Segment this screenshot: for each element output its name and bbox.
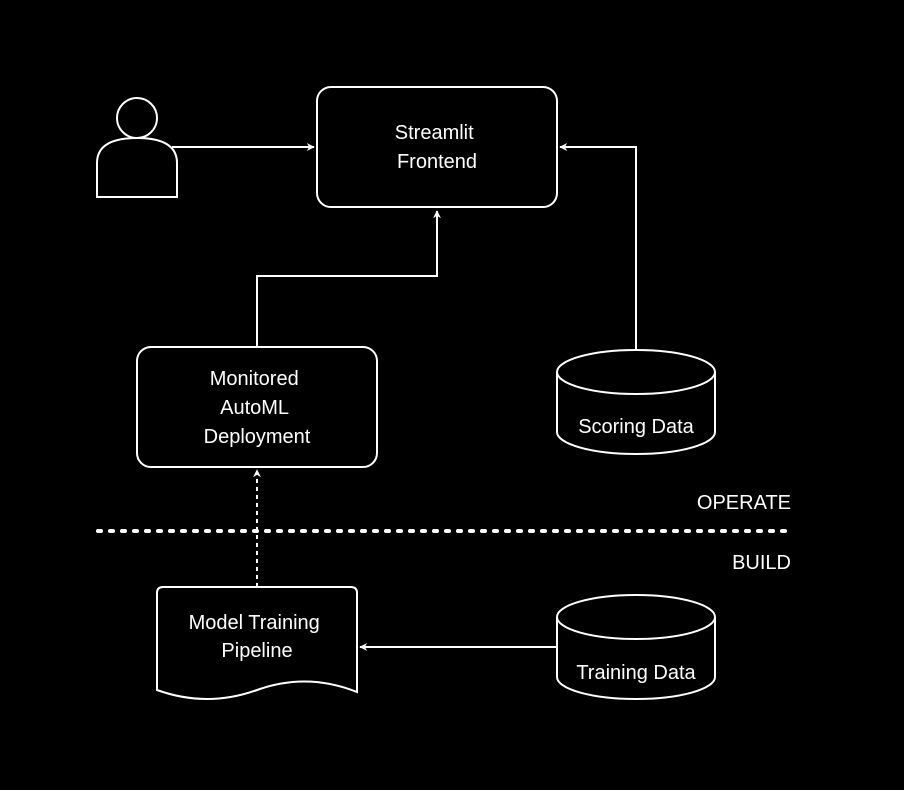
user-icon bbox=[96, 97, 178, 198]
edge-deployment-to-frontend bbox=[256, 210, 441, 347]
svg-text:Streamlit Frontend: Streamlit Frontend bbox=[395, 122, 479, 173]
zone-label-build: BUILD bbox=[732, 552, 791, 574]
model-training-pipeline-line-1: Model Training bbox=[189, 612, 320, 634]
zone-label-operate: OPERATE bbox=[697, 492, 791, 514]
streamlit-frontend-line-1: Streamlit bbox=[395, 122, 474, 144]
svg-text:Monitored AutoML D: Monitored AutoML Deployment bbox=[204, 368, 311, 448]
streamlit-frontend-node: Streamlit Frontend bbox=[316, 86, 558, 208]
model-training-pipeline-node: Model Training Pipeline bbox=[156, 586, 358, 700]
training-data-database-icon: Training Data bbox=[556, 594, 716, 700]
model-training-pipeline-line-2: Pipeline bbox=[221, 640, 292, 662]
streamlit-frontend-line-2: Frontend bbox=[397, 151, 477, 173]
training-data-label: Training Data bbox=[576, 662, 696, 684]
automl-deployment-line-1: Monitored bbox=[210, 368, 299, 390]
svg-text:Model Training Pipeline: Model Training Pipeline bbox=[189, 612, 326, 662]
scoring-data-label: Scoring Data bbox=[578, 416, 694, 438]
automl-deployment-node: Monitored AutoML Deployment bbox=[136, 346, 378, 468]
automl-deployment-line-3: Deployment bbox=[204, 426, 311, 448]
scoring-data-database-icon: Scoring Data bbox=[556, 349, 716, 455]
edge-scoring-to-frontend bbox=[559, 143, 637, 349]
automl-deployment-line-2: AutoML bbox=[220, 397, 289, 419]
